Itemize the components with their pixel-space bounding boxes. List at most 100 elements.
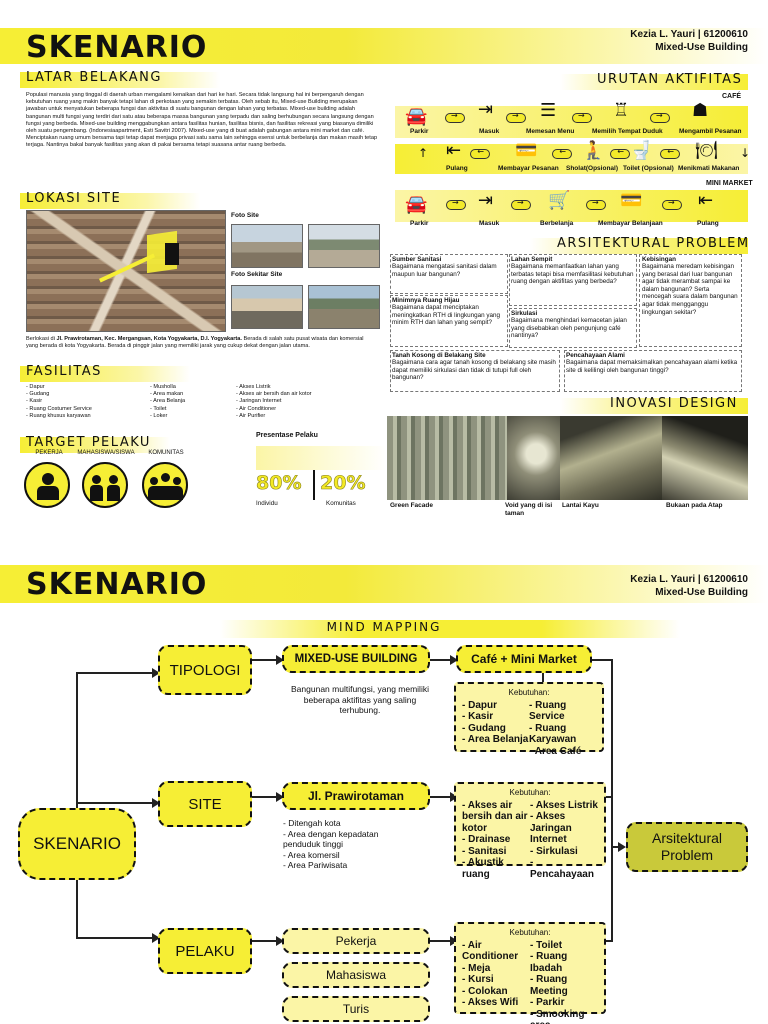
line-to-problem xyxy=(611,846,621,848)
target-bar xyxy=(20,437,170,453)
mixed-use-node: MIXED-USE BUILDING xyxy=(282,645,430,673)
door-exit-icon: ⇤ xyxy=(698,190,714,211)
step-ambil-pesanan: Mengambil Pesanan xyxy=(679,128,742,135)
flow-arrow xyxy=(511,198,531,210)
problem-node: Arsitektural Problem xyxy=(626,822,748,872)
fasilitas-col-3: - Akses Listrik- Akses air bersih dan ai… xyxy=(236,384,386,420)
problem-text: Bagaimana menghindari kemacetan jalan ya… xyxy=(511,317,627,340)
cafe-minimarket-node: Café + Mini Market xyxy=(456,645,592,673)
kebutuhan-col-right: - Akses Listrik- Akses Jaringan Internet… xyxy=(530,800,598,881)
kebutuhan-item: - Sanitasi xyxy=(462,845,507,857)
line-to-site xyxy=(76,802,156,804)
line-mixed-cafe xyxy=(430,659,454,661)
problem-text: Bagaimana dapat memaksimalkan pencahayaa… xyxy=(566,359,738,374)
step-parkir: Parkir xyxy=(410,128,429,135)
arrowhead xyxy=(152,933,160,943)
pct-komunitas: 20% xyxy=(320,472,366,495)
inovasi-title: INOVASI DESIGN xyxy=(610,396,738,411)
arrow-down-icon: ↓ xyxy=(740,146,751,160)
caption-void: Void yang di isi taman xyxy=(505,502,553,517)
fasilitas-col-2: - Musholla- Area makan- Area Belanja- To… xyxy=(150,384,230,420)
problem-sirkulasi: Sirkulasi Bagaimana menghindari kemaceta… xyxy=(511,310,635,340)
kebutuhan-item: - Dapur xyxy=(462,699,497,711)
student-body xyxy=(90,485,103,501)
problem-sanitasi: Sumber Sanitasi Bagaimana mengatasi sani… xyxy=(392,256,506,278)
kebutuhan-item: - Ruang Karyawan xyxy=(529,722,577,746)
step-masuk: Masuk xyxy=(479,220,500,227)
mind-title-band xyxy=(220,620,680,638)
fasilitas-item: - Akses air bersih dan air kotor xyxy=(236,391,312,398)
fasilitas-item: - Toilet xyxy=(150,405,167,412)
fasilitas-item: - Jaringan Internet xyxy=(236,398,282,405)
kebutuhan-col-left: - Air Conditioner- Meja- Kursi- Colokan-… xyxy=(462,940,530,1024)
door-enter-icon: ⇥ xyxy=(478,99,494,120)
site-photo-2 xyxy=(308,224,380,268)
flow-arrow xyxy=(662,198,682,210)
tipologi-node: TIPOLOGI xyxy=(158,645,252,695)
author-name: Kezia L. Yauri | 61200610 xyxy=(630,29,748,40)
fasilitas-item: - Area Belanja xyxy=(150,398,186,405)
author-block: Kezia L. Yauri | 61200610 Mixed-Use Buil… xyxy=(630,28,748,54)
problem-heading: Minimnya Ruang Hijau xyxy=(392,297,460,304)
individu-label: Individu xyxy=(256,500,278,507)
site-desc-item: - Ditengah kota xyxy=(283,818,341,828)
pelaku-turis-node: Turis xyxy=(282,996,430,1022)
problem-heading: Lahan Sempit xyxy=(511,256,553,263)
lokasi-caption: Berlokasi di Jl. Prawirotaman, Kec. Merg… xyxy=(26,336,376,350)
flow-arrow xyxy=(552,149,572,159)
kebutuhan-item: - Drainase xyxy=(462,834,511,845)
komunitas-label: KOMUNITAS xyxy=(148,450,184,456)
problem-lahan: Lahan Sempit Bagaimana memanfaatkan laha… xyxy=(511,256,635,286)
fasilitas-col-1: - Dapur- Gudang- Kasir- Ruang Costumer S… xyxy=(26,384,136,420)
cart-icon: 🛒 xyxy=(548,190,571,211)
problem-heading: Sumber Sanitasi xyxy=(392,256,442,263)
car-icon: 🚘 xyxy=(405,106,428,127)
fasilitas-item: - Akses Listrik xyxy=(236,384,271,390)
kebutuhan-title: Kebutuhan: xyxy=(508,688,550,697)
caption-rest: Berada di salah satu pusat wisata dan ko… xyxy=(26,336,364,350)
caption-bukaan: Bukaan pada Atap xyxy=(666,502,723,509)
door-enter-icon: ⇥ xyxy=(478,190,494,211)
kebutuhan-item: - Ruang Service xyxy=(529,699,567,723)
student-icon-2 xyxy=(109,475,118,484)
line-kb3-right xyxy=(606,940,612,942)
toilet-icon: 🚽 xyxy=(630,140,653,161)
kebutuhan-item: - Akses Wifi xyxy=(462,997,519,1008)
site-desc-item: - Area dengan kepadatan penduduk tinggi xyxy=(283,828,379,850)
pekerja-circle xyxy=(24,462,70,508)
kebutuhan-item: - Toilet xyxy=(530,939,563,951)
student-body-2 xyxy=(107,485,120,501)
author-block-2: Kezia L. Yauri | 61200610 Mixed-Use Buil… xyxy=(630,573,748,599)
problem-box-lahan xyxy=(509,254,637,306)
foto-sekitar-label: Foto Sekitar Site xyxy=(231,271,283,278)
fasilitas-title: FASILITAS xyxy=(26,364,102,379)
caption-lantai-kayu: Lantai Kayu xyxy=(562,502,599,509)
kebutuhan-item: - Gudang xyxy=(462,722,506,734)
mini-market-label: MINI MARKET xyxy=(706,180,753,187)
mind-title: MIND MAPPING xyxy=(326,620,442,634)
roof-opening-photo xyxy=(662,416,748,500)
group-icon xyxy=(150,477,158,485)
arrowhead xyxy=(276,655,284,665)
step-pulang: Pulang xyxy=(697,220,719,227)
caption-address: Jl. Prawirotaman, Kec. Mergangsan, Kota … xyxy=(56,336,242,342)
kebutuhan-box-tipologi: Kebutuhan: - Dapur- Kasir- Gudang- Area … xyxy=(454,682,604,757)
green-facade-photo xyxy=(387,416,507,500)
kebutuhan-col-left: - Akses air bersih dan air kotor- Draina… xyxy=(462,800,530,881)
line-cafe-right xyxy=(592,659,612,661)
pekerja-label: PEKERJA xyxy=(35,450,63,456)
site-node: SITE xyxy=(158,781,252,827)
kebutuhan-box-pelaku: Kebutuhan: - Air Conditioner- Meja- Kurs… xyxy=(454,922,606,1024)
kebutuhan-item: - Sirkulasi xyxy=(530,845,578,857)
problem-box-cahaya xyxy=(564,350,742,392)
problem-heading: Pencahayaan Alami xyxy=(566,352,625,359)
caption-prefix: Berlokasi di xyxy=(26,336,57,342)
problem-cahaya: Pencahayaan Alami Bagaimana dapat memaks… xyxy=(566,352,740,374)
flow-arrow xyxy=(572,111,592,123)
inovasi-bar xyxy=(560,398,748,414)
target-title: TARGET PELAKU xyxy=(26,435,151,450)
step-toilet: Toilet (Opsional) xyxy=(623,165,674,172)
kebutuhan-item: - Area Café xyxy=(529,745,582,757)
problem-rth: Minimnya Ruang Hijau Bagaimana dapat men… xyxy=(392,297,506,327)
fasilitas-item: - Area makan xyxy=(150,391,184,398)
